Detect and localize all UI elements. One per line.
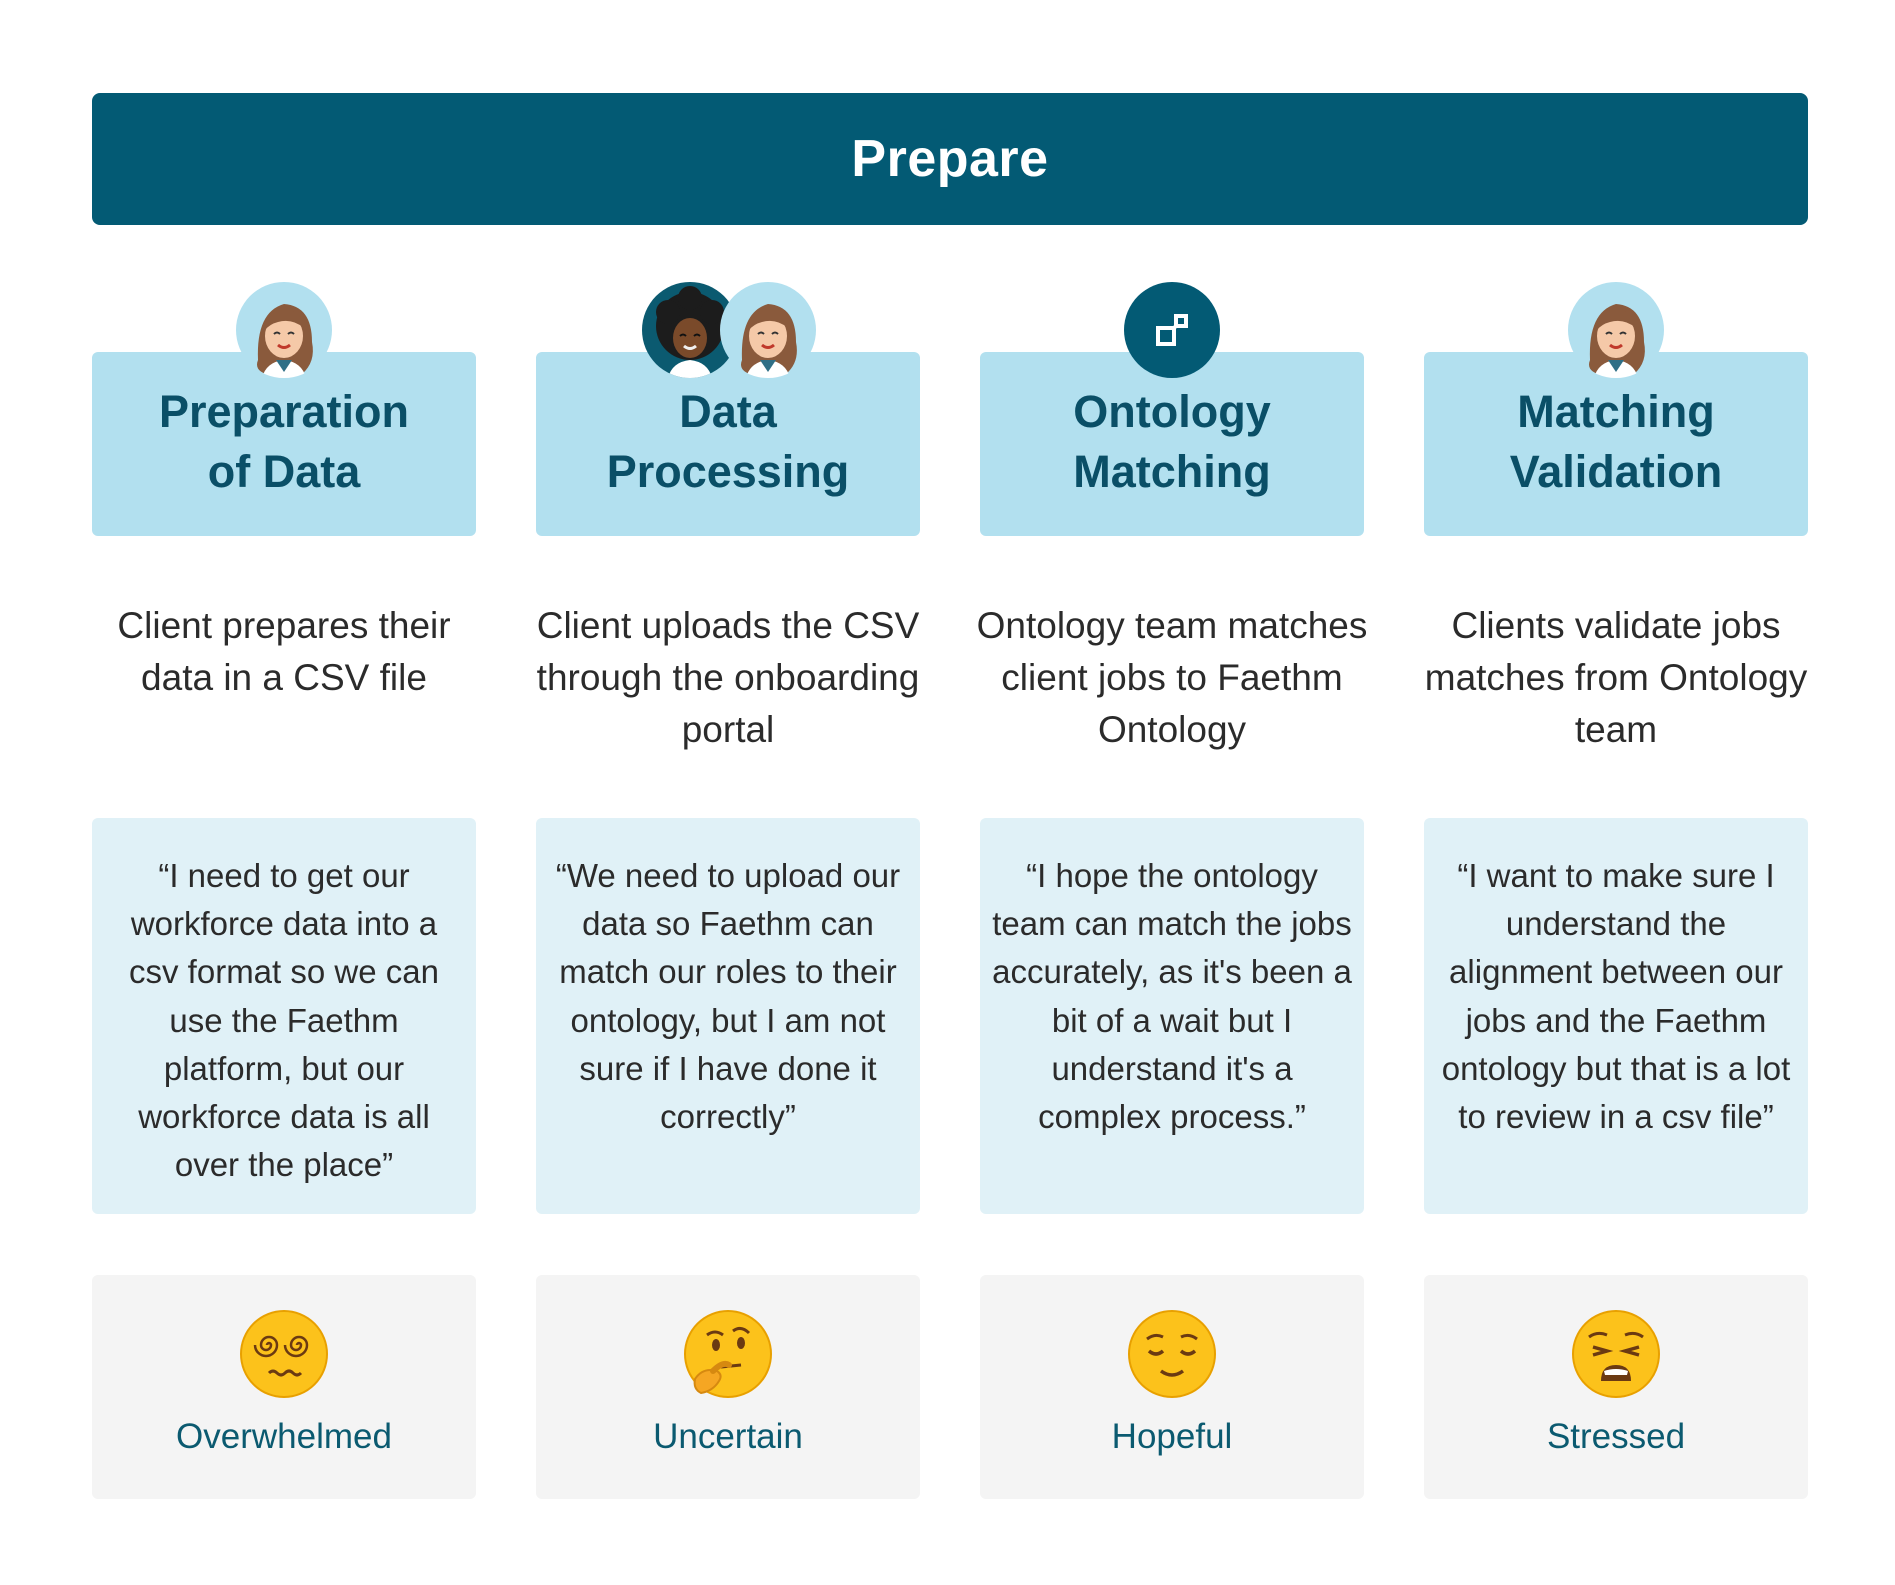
relieved-face-icon: [1128, 1310, 1216, 1398]
client-avatar-icon: [1568, 282, 1664, 378]
stage-column-preparation: Preparation of Data Client prepares thei…: [92, 0, 476, 1585]
stage-description: Client prepares their data in a CSV file: [117, 605, 451, 698]
weary-face-icon: [1572, 1310, 1660, 1398]
stage-title: Data Processing: [606, 386, 850, 497]
emotion-card: Uncertain: [536, 1275, 920, 1499]
emotion-label: Uncertain: [653, 1417, 803, 1456]
client-avatar-icon: [236, 282, 332, 378]
avatar-group: [236, 282, 332, 378]
system-process-icon: [1124, 282, 1220, 378]
stage-banner: Prepare: [92, 93, 1808, 225]
stage-description: Client uploads the CSV through the onboa…: [536, 605, 920, 750]
client-avatar-icon: [720, 282, 816, 378]
quote-card: “I hope the ontology team can match the …: [980, 818, 1364, 1214]
quote-text: “I need to get our workforce data into a…: [129, 857, 439, 1184]
stage-description: Ontology team matches client jobs to Fae…: [976, 605, 1368, 750]
avatar-group: [1124, 282, 1220, 378]
emotion-card: Hopeful: [980, 1275, 1364, 1499]
stage-description: Clients validate jobs matches from Ontol…: [1424, 605, 1808, 750]
dizzy-face-icon: [240, 1310, 328, 1398]
stage-column-validation: Matching Validation Clients validate job…: [1424, 0, 1808, 1585]
stage-title: Preparation of Data: [158, 386, 410, 497]
quote-text: “We need to upload our data so Faethm ca…: [555, 857, 901, 1136]
emotion-label: Hopeful: [1111, 1417, 1233, 1456]
stage-card: Matching Validation: [1424, 352, 1808, 536]
banner-title: Prepare: [851, 130, 1049, 188]
stage-card: Ontology Matching: [980, 352, 1364, 536]
stage-card: Data Processing: [536, 352, 920, 536]
emotion-label: Stressed: [1546, 1417, 1686, 1456]
stage-column-ontology: Ontology Matching Ontology team matches …: [977, 0, 1367, 1585]
emotion-card: Overwhelmed: [92, 1275, 476, 1499]
stage-card: Preparation of Data: [92, 352, 476, 536]
thinking-face-icon: [684, 1310, 772, 1398]
avatar-group: [642, 282, 816, 378]
stage-title: Ontology Matching: [1073, 386, 1271, 497]
quote-card: “I want to make sure I understand the al…: [1424, 818, 1808, 1214]
quote-text: “I want to make sure I understand the al…: [1441, 857, 1791, 1136]
emotion-label: Overwhelmed: [176, 1417, 392, 1456]
quote-card: “I need to get our workforce data into a…: [92, 818, 476, 1214]
quote-card: “We need to upload our data so Faethm ca…: [536, 818, 920, 1214]
quote-text: “I hope the ontology team can match the …: [992, 857, 1352, 1136]
emotion-card: Stressed: [1424, 1275, 1808, 1499]
stage-title: Matching Validation: [1509, 386, 1723, 497]
avatar-group: [1568, 282, 1664, 378]
stage-column-processing: Data Processing: [536, 0, 920, 1585]
